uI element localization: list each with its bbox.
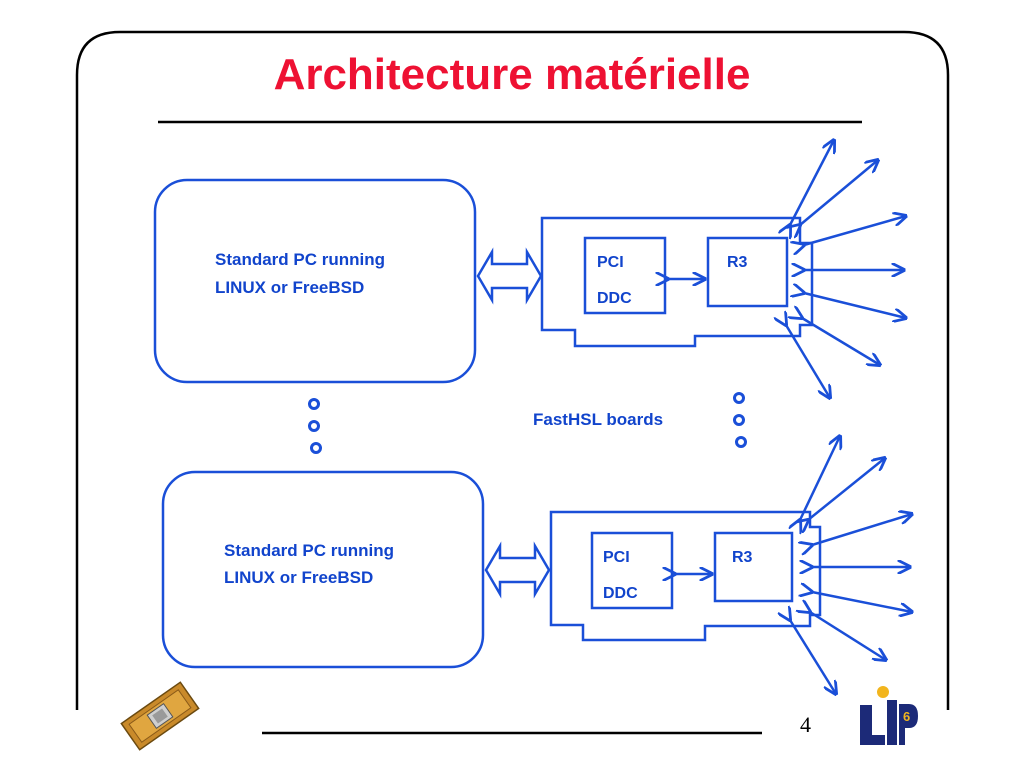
ellipsis-dot bbox=[733, 414, 745, 426]
svg-text:6: 6 bbox=[903, 709, 910, 724]
slide-border bbox=[75, 30, 950, 710]
chip-r3-box bbox=[713, 531, 794, 603]
ellipsis-dot bbox=[308, 398, 320, 410]
pc-node-label: LINUX or FreeBSD bbox=[215, 278, 365, 297]
pc-node-label: Standard PC running bbox=[224, 541, 394, 560]
cpu-chip-icon bbox=[120, 681, 200, 751]
link-arrow bbox=[812, 592, 912, 612]
ellipsis-dot bbox=[733, 392, 745, 404]
link-arrow bbox=[810, 612, 886, 660]
chip-r3-label: R3 bbox=[732, 549, 753, 566]
ellipsis-dot bbox=[735, 436, 747, 448]
chip-ddc-label: DDC bbox=[597, 290, 632, 307]
pc-node-label: LINUX or FreeBSD bbox=[224, 568, 374, 587]
slide-title: Architecture matérielle bbox=[273, 50, 751, 99]
link-arrow bbox=[800, 160, 878, 225]
link-arrow bbox=[804, 293, 906, 318]
link-arrow bbox=[812, 514, 912, 545]
ellipsis-dot bbox=[308, 420, 320, 432]
pc-board-link-arrow bbox=[484, 541, 551, 599]
chip-r3-box bbox=[706, 236, 789, 308]
chip-pci-label: PCI bbox=[597, 254, 624, 271]
chip-pci-label: PCI bbox=[603, 549, 630, 566]
chip-r3-label: R3 bbox=[727, 254, 748, 271]
pc-node-label: Standard PC running bbox=[215, 250, 385, 269]
ellipsis-dot bbox=[310, 442, 322, 454]
link-arrow bbox=[804, 216, 906, 245]
link-arrow bbox=[786, 325, 830, 398]
lip6-logo-icon: 6 bbox=[860, 686, 918, 745]
pc-node-box bbox=[161, 470, 485, 669]
chip-ddc-label: DDC bbox=[603, 585, 638, 602]
link-arrow bbox=[790, 140, 834, 225]
pc-board-link-arrow bbox=[476, 247, 543, 305]
link-arrow bbox=[808, 458, 885, 520]
link-arrow bbox=[800, 436, 840, 520]
pc-node-box bbox=[153, 178, 477, 384]
link-arrow bbox=[802, 318, 880, 365]
link-arrow bbox=[790, 620, 836, 694]
page-number: 4 bbox=[800, 712, 811, 737]
boards-label: FastHSL boards bbox=[533, 410, 664, 429]
